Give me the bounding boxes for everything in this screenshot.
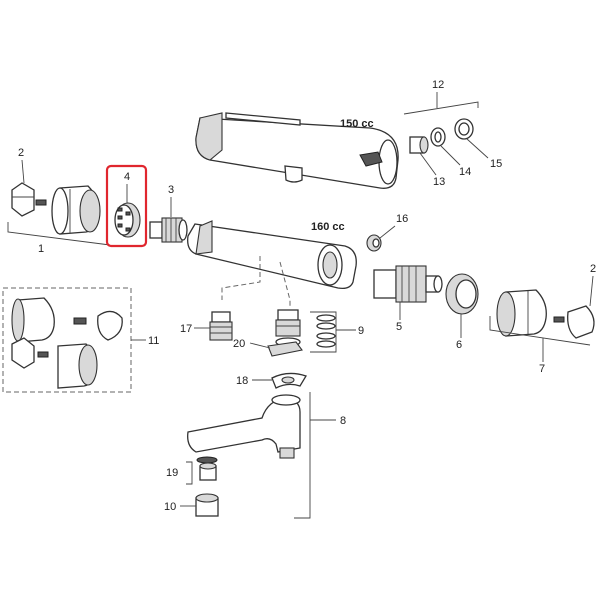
part-10-aerator — [195, 493, 219, 517]
part-14-ring — [430, 127, 446, 147]
group-11-parts — [11, 297, 123, 389]
part-17-fitting — [209, 311, 233, 341]
part-6-ring — [445, 273, 479, 315]
callout-4: 4 — [124, 171, 130, 183]
part-18-clip — [271, 372, 307, 389]
part-7-handle — [496, 289, 547, 337]
guide-dash-left — [221, 256, 261, 300]
mixer-body-160cc — [187, 220, 357, 290]
part-15-washer — [454, 118, 474, 140]
callout-18: 18 — [236, 375, 248, 387]
part-2-left-clip — [11, 182, 47, 217]
guide-dash-right — [279, 261, 291, 306]
callout-19: 19 — [166, 467, 178, 479]
callout-6: 6 — [456, 339, 462, 351]
label-160cc: 160 cc — [311, 221, 345, 233]
callout-13: 13 — [433, 176, 445, 188]
callout-17: 17 — [180, 323, 192, 335]
callout-14: 14 — [459, 166, 471, 178]
part-1-handle — [51, 185, 101, 235]
callout-12: 12 — [432, 79, 444, 91]
part-4-adapter — [114, 202, 141, 238]
callout-1: 1 — [38, 243, 44, 255]
callout-9: 9 — [358, 325, 364, 337]
part-9-o-rings — [316, 314, 336, 348]
callout-2-left: 2 — [18, 147, 24, 159]
bracket-19 — [186, 461, 193, 485]
callout-7: 7 — [539, 363, 545, 375]
callout-2-right: 2 — [590, 263, 596, 275]
part-19-aerator-seal — [196, 456, 218, 481]
callout-5: 5 — [396, 321, 402, 333]
callout-11: 11 — [148, 335, 159, 347]
part-2-right-clip — [553, 305, 595, 339]
part-5-cartridge — [373, 265, 443, 303]
part-3-spindle — [149, 217, 188, 243]
label-150cc: 150 cc — [340, 118, 374, 130]
callout-10: 10 — [164, 501, 176, 513]
part-4-highlight-frame — [105, 164, 148, 248]
bracket-8 — [294, 392, 311, 519]
callout-16: 16 — [396, 213, 408, 225]
part-20-fitting — [267, 309, 303, 357]
callout-15: 15 — [490, 158, 502, 170]
callout-20: 20 — [233, 338, 245, 350]
mixer-body-150cc — [195, 112, 399, 189]
part-16-nut — [366, 234, 382, 252]
callout-8: 8 — [340, 415, 346, 427]
callout-3: 3 — [168, 184, 174, 196]
bracket-9 — [310, 311, 337, 353]
bracket-7 — [489, 316, 591, 346]
bracket-1 — [7, 222, 111, 246]
part-8-spout — [187, 394, 301, 459]
part-13-insert — [409, 136, 429, 154]
bracket-12 — [403, 101, 479, 115]
